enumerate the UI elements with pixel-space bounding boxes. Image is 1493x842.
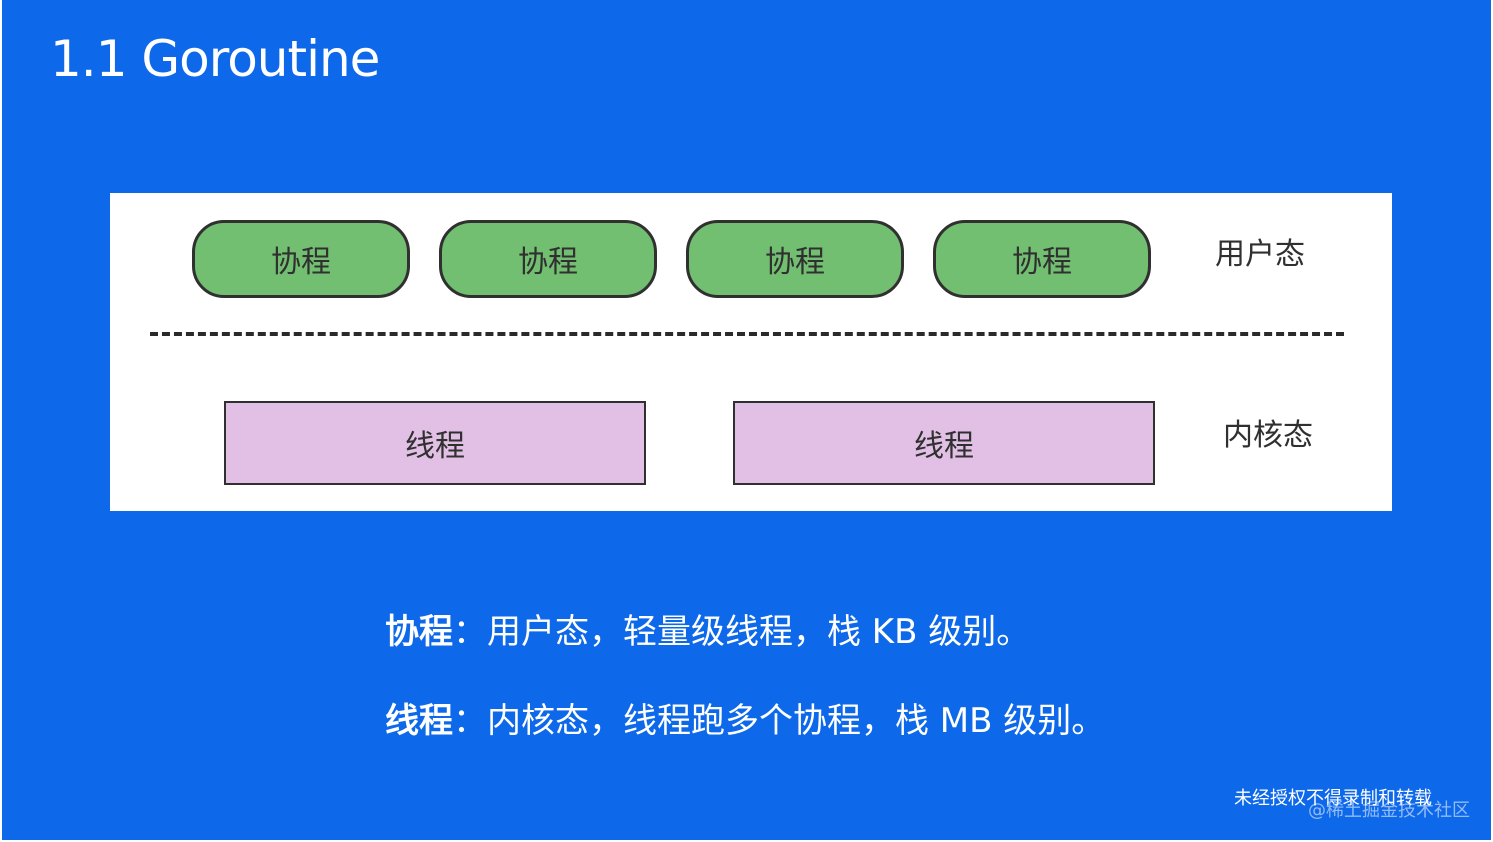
coroutine-description: 协程：用户态，轻量级线程，栈 KB 级别。 <box>385 604 1030 653</box>
thread-box: 线程 <box>224 401 646 485</box>
slide-title: 1.1 Goroutine <box>50 30 380 88</box>
coroutine-box: 协程 <box>686 220 904 298</box>
coroutine-box: 协程 <box>439 220 657 298</box>
description-text: ：内核态，线程跑多个协程，栈 MB 级别。 <box>453 701 1106 741</box>
description-text: ：用户态，轻量级线程，栈 KB 级别。 <box>453 612 1031 652</box>
space-divider <box>150 332 1344 336</box>
coroutine-box: 协程 <box>933 220 1151 298</box>
user-space-label: 用户态 <box>1215 237 1305 272</box>
coroutine-thread-diagram: 协程 协程 协程 协程 用户态 线程 线程 内核态 <box>110 193 1392 511</box>
description-term: 协程 <box>385 612 453 652</box>
thread-box: 线程 <box>733 401 1155 485</box>
copyright-notice: 未经授权不得录制和转载 <box>1234 788 1432 809</box>
thread-description: 线程：内核态，线程跑多个协程，栈 MB 级别。 <box>385 693 1105 742</box>
kernel-space-label: 内核态 <box>1223 418 1313 453</box>
coroutine-box: 协程 <box>192 220 410 298</box>
source-watermark: @稀土掘金技术社区 <box>1308 800 1470 821</box>
description-term: 线程 <box>385 701 453 741</box>
